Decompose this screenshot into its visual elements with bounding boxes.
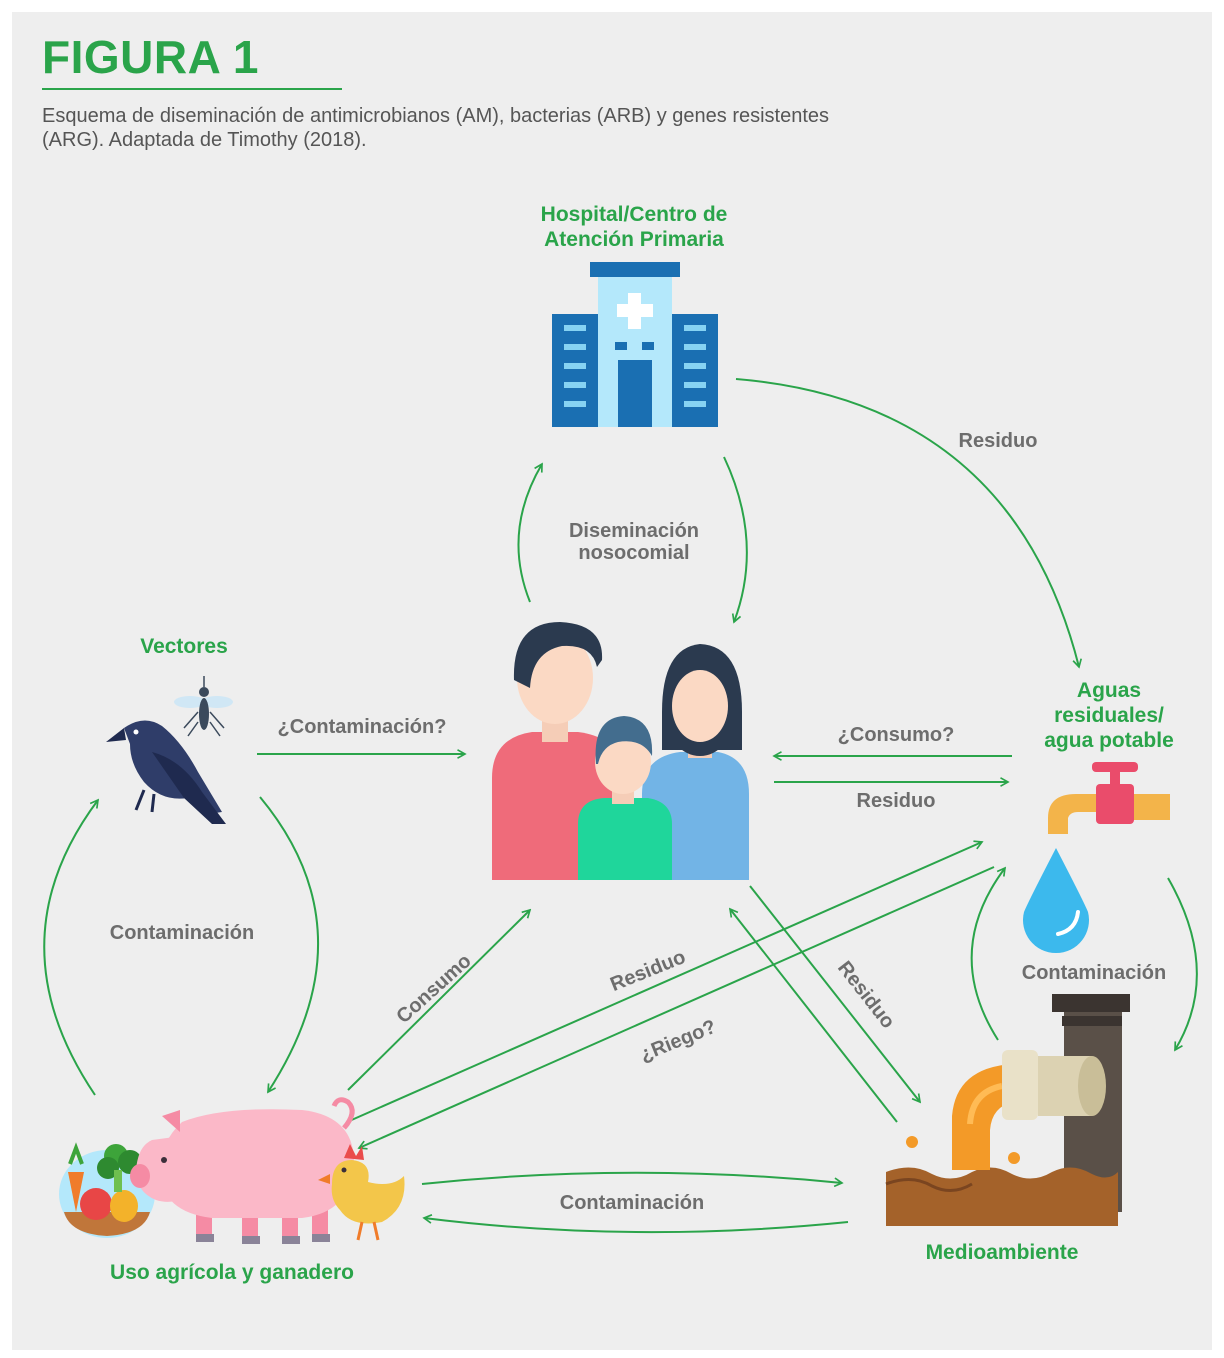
arrow-medio-to-agricola: [424, 1218, 849, 1234]
arrow-agricola-to-personas: [347, 910, 530, 1091]
diagram-canvas: [43, 262, 1198, 1244]
arrow-agricola-to-vectores: [43, 800, 98, 1096]
arrow-personas-to-hospital: [517, 464, 542, 603]
node-hospital-line1: Hospital/Centro de: [540, 203, 728, 226]
title-underline: [42, 88, 342, 90]
arrows: [43, 378, 1198, 1234]
edge-label-vectores-personas: ¿Contaminación?: [277, 716, 447, 738]
edge-label-nosocomial-line1: Diseminación: [568, 520, 700, 542]
arrow-agricola-to-medio: [421, 1171, 842, 1184]
node-hospital-label: Hospital/Centro de Atención Primaria: [484, 202, 784, 252]
arrow-agricola-to-aguas: [346, 842, 982, 1123]
arrow-personas-to-medio: [749, 885, 920, 1102]
pig-icon: [130, 1097, 355, 1244]
figure-caption: Esquema de diseminación de antimicrobian…: [42, 105, 830, 151]
chicken-icon: [318, 1144, 405, 1241]
figure-panel: FIGURA 1 Esquema de diseminación de anti…: [12, 12, 1212, 1350]
water-drop-icon: [1022, 848, 1090, 954]
arrow-hospital-to-aguas: [735, 378, 1079, 667]
arrow-medio-to-aguas: [970, 868, 1005, 1041]
mosquito-icon: [174, 676, 233, 737]
arrow-medio-to-personas: [730, 909, 898, 1123]
node-aguas-line1: Aguas: [1076, 679, 1142, 702]
node-medioambiente-label: Medioambiente: [925, 1241, 1079, 1264]
edge-label-nosocomial: Diseminación nosocomial: [524, 520, 744, 564]
family-icon: [492, 622, 749, 880]
arrow-hospital-to-personas: [723, 456, 748, 622]
hospital-icon: [552, 262, 718, 427]
sewage-pipe-icon: [885, 994, 1130, 1226]
faucet-icon: [1048, 762, 1170, 834]
edge-label-nosocomial-line2: nosocomial: [578, 542, 690, 564]
arrow-aguas-to-medio: [1167, 877, 1198, 1050]
edge-label-aguas-personas: ¿Consumo?: [837, 724, 955, 746]
arrow-vectores-to-agricola: [259, 796, 320, 1092]
edge-label-aguas-medio: Contaminación: [1021, 962, 1167, 984]
node-agricola-label: Uso agrícola y ganadero: [110, 1261, 354, 1284]
crow-icon: [106, 720, 226, 824]
node-aguas-line3: agua potable: [1044, 729, 1174, 752]
node-hospital-line2: Atención Primaria: [544, 228, 724, 251]
node-aguas-line2: residuales/: [1054, 704, 1164, 727]
arrow-aguas-to-agricola: [359, 866, 995, 1148]
edge-label-vectores-agricola: Contaminación: [109, 922, 255, 944]
figure-title: FIGURA 1: [42, 31, 259, 83]
node-aguas-label: Aguas residuales/ agua potable: [1004, 678, 1214, 753]
edge-label-hospital-aguas: Residuo: [958, 430, 1038, 452]
edge-label-personas-aguas: Residuo: [856, 790, 936, 812]
node-vectores-label: Vectores: [140, 635, 228, 658]
edge-label-agricola-medio: Contaminación: [559, 1192, 705, 1214]
